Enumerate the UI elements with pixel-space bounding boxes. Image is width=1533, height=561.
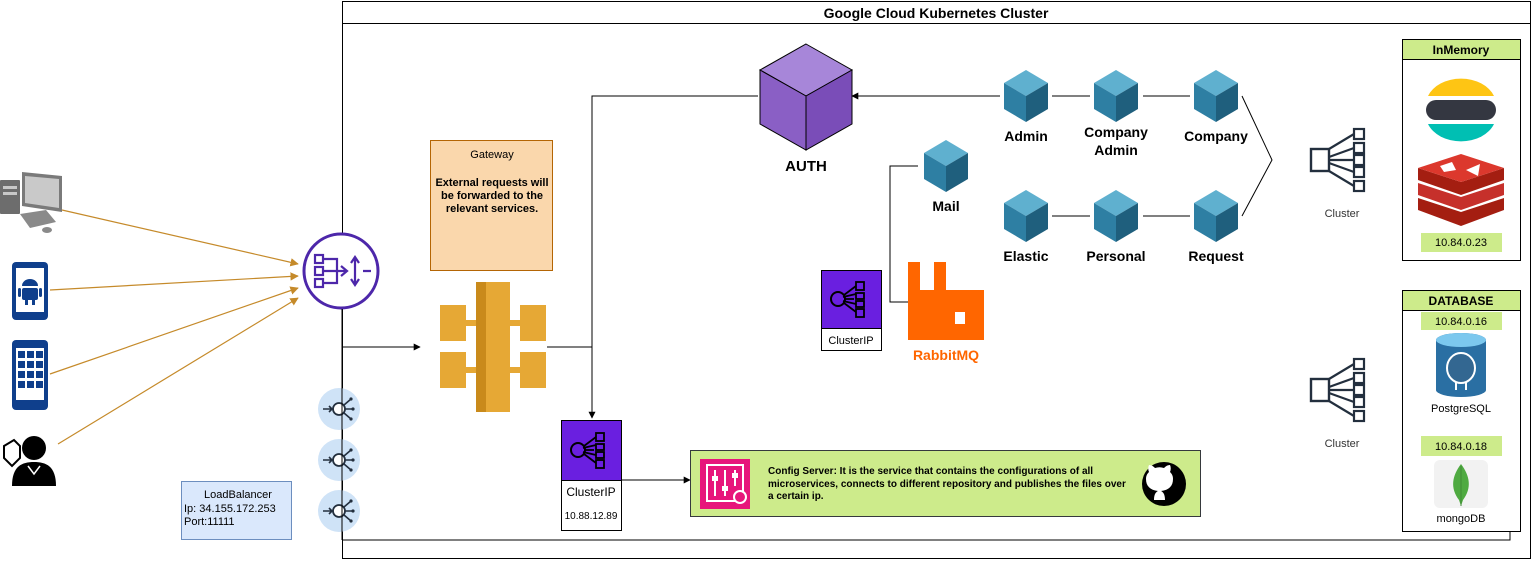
gateway-box	[430, 140, 553, 271]
admin-service-icon	[1004, 70, 1048, 122]
company-label: Company	[1184, 128, 1248, 144]
mongo-ip: 10.84.0.18	[1435, 441, 1487, 453]
cluster-icon	[1309, 127, 1366, 193]
load-balancer-box	[181, 481, 292, 540]
desktop-computer-icon	[0, 172, 62, 233]
mobile-app-icon	[12, 340, 48, 410]
database-title: DATABASE	[1429, 294, 1494, 308]
cluster-ip-config: ClusterIP 10.88.12.89	[561, 420, 622, 531]
elastic-icon	[1426, 78, 1496, 142]
cluster-title: Google Cloud Kubernetes Cluster	[824, 5, 1049, 21]
cluster-ip-config-ip: 10.88.12.89	[565, 511, 618, 522]
cluster-ip-config-label: ClusterIP	[566, 485, 615, 499]
personal-label: Personal	[1086, 248, 1145, 264]
network-endpoint-icon	[317, 438, 361, 482]
rabbitmq-icon	[908, 262, 984, 340]
load-balancer-port: Port:11111	[184, 516, 235, 528]
network-endpoint-icon	[317, 489, 361, 533]
request-service-icon	[1194, 190, 1238, 242]
load-balancer-ip: Ip: 34.155.172.253	[184, 502, 276, 515]
gateway-description: External requests will be forwarded to t…	[435, 177, 549, 215]
auth-service-icon	[758, 43, 854, 151]
redis-icon	[1418, 154, 1504, 226]
admin-user-icon	[3, 436, 56, 486]
config-server-icon	[700, 459, 750, 509]
elastic-label: Elastic	[1003, 248, 1048, 264]
config-server-text: Config Server: It is the service that co…	[768, 466, 1126, 502]
company-admin-service-icon	[1094, 70, 1138, 122]
inmemory-ip: 10.84.0.23	[1435, 237, 1487, 249]
cluster-icon	[1309, 357, 1366, 423]
load-balancer-icon	[302, 232, 380, 310]
personal-service-icon	[1094, 190, 1138, 242]
mail-service-icon	[924, 140, 968, 192]
cluster-ip-mail: ClusterIP	[821, 270, 882, 351]
config-server-box	[690, 450, 1201, 517]
gateway-text: Gateway External requests will be forwar…	[432, 149, 552, 216]
company-admin-label-line2: Admin	[1094, 142, 1138, 158]
load-balancer-title: LoadBalancer	[204, 489, 272, 501]
client-arrows	[49, 209, 299, 445]
postgres-label: PostgreSQL	[1431, 403, 1491, 415]
inmemory-title: InMemory	[1433, 43, 1490, 57]
gateway-title: Gateway	[470, 149, 514, 161]
github-icon	[1142, 462, 1186, 506]
company-service-icon	[1194, 70, 1238, 122]
cluster-top-label: Cluster	[1325, 208, 1360, 220]
admin-label: Admin	[1004, 128, 1048, 144]
load-balancer-text: LoadBalancer Ip: 34.155.172.253 Port:111…	[184, 489, 292, 530]
auth-label: AUTH	[785, 158, 827, 175]
mail-label: Mail	[932, 198, 959, 214]
database-panel: DATABASE 10.84.0.16 PostgreSQL 10.84.0.1…	[1402, 290, 1521, 532]
company-admin-label-line1: Company	[1084, 124, 1148, 140]
rabbitmq-label: RabbitMQ	[913, 347, 979, 363]
elastic-service-icon	[1004, 190, 1048, 242]
mongo-label: mongoDB	[1437, 513, 1486, 525]
cluster-ip-mail-label: ClusterIP	[828, 335, 873, 347]
cluster-bottom-label: Cluster	[1325, 438, 1360, 450]
network-endpoint-icon	[317, 387, 361, 431]
request-label: Request	[1188, 248, 1244, 264]
api-gateway-icon	[440, 282, 546, 412]
postgresql-icon	[1436, 333, 1486, 397]
android-phone-icon	[12, 262, 48, 320]
inmemory-panel: InMemory 10.84.0.23	[1402, 39, 1521, 261]
mongodb-icon	[1434, 460, 1488, 508]
postgres-ip: 10.84.0.16	[1435, 316, 1487, 328]
